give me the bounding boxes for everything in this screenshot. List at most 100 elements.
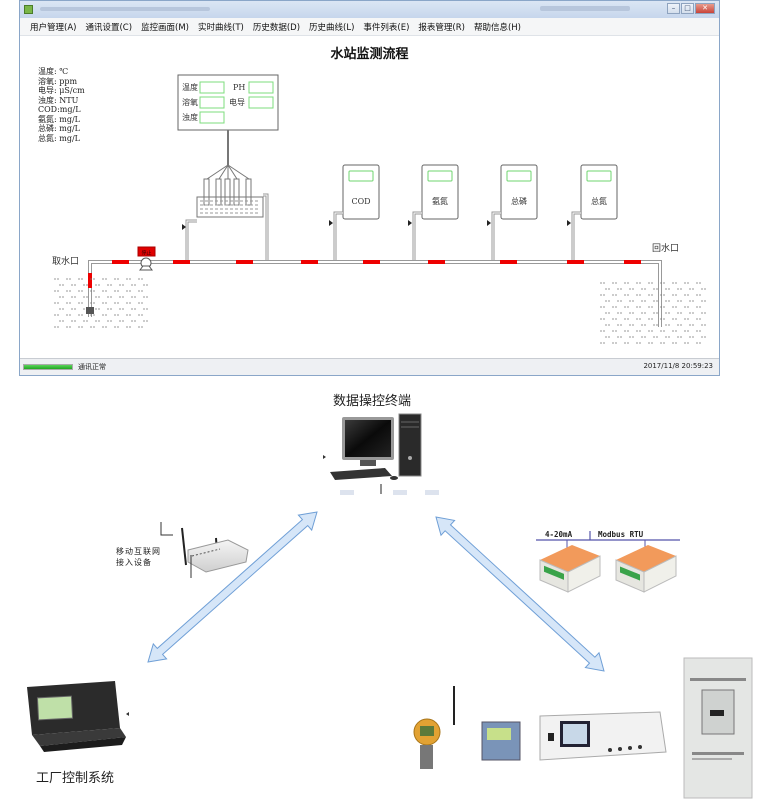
menu-help[interactable]: 帮助信息(H) — [473, 22, 521, 33]
water-quality-controller-icon — [481, 721, 521, 761]
title-bar: – □ ✕ — [20, 1, 719, 18]
flow-segment — [567, 260, 584, 264]
sampling-tank — [182, 193, 269, 263]
analyzer-unit: 总磷 — [487, 164, 538, 262]
valve-icon — [567, 220, 571, 226]
terminal-label: 数据操控终端 — [333, 394, 412, 409]
probe-label-temperature: 温度 — [182, 82, 198, 92]
protocol-label-modbus: Modbus RTU — [598, 530, 644, 539]
mobile-device-label-line1: 移动互联网 — [116, 547, 161, 556]
probe-cables — [203, 130, 252, 206]
monitoring-cabinet-icon — [683, 657, 753, 799]
menu-user-management[interactable]: 用户管理(A) — [30, 22, 77, 33]
valve-icon — [182, 224, 186, 230]
mobile-device-label-line2: 接入设备 — [116, 558, 152, 567]
menu-history-curve[interactable]: 历史曲线(L) — [309, 22, 355, 33]
multi-probe-panel: 温度 PH 溶氧 电导 浊度 — [177, 74, 279, 131]
status-datetime: 2017/11/8 20:59:23 — [643, 362, 713, 370]
menu-monitor-screen[interactable]: 监控画面(M) — [141, 22, 189, 33]
return-label: 回水口 — [652, 242, 679, 254]
window-controls: – □ ✕ — [667, 3, 715, 14]
comm-status: 通讯正常 — [78, 363, 106, 371]
close-button[interactable]: ✕ — [695, 3, 715, 14]
menu-comm-settings[interactable]: 通讯设置(C) — [85, 22, 133, 33]
probe-label-turbidity: 浊度 — [182, 112, 198, 122]
analyzer-unit: 总氮 — [567, 164, 618, 262]
flow-segment — [173, 260, 190, 264]
probe-display-turbidity — [199, 111, 225, 124]
flow-indicators — [88, 260, 641, 288]
main-pipe — [88, 260, 662, 327]
analyzer-display — [506, 170, 532, 182]
status-bar: 通讯正常 2017/11/8 20:59:23 — [20, 358, 719, 375]
flow-segment — [301, 260, 318, 264]
unit-phosphorus: 总磷: mg/L — [38, 124, 80, 133]
rack-analyzer-icon — [539, 711, 667, 761]
menu-event-list[interactable]: 事件列表(E) — [363, 22, 410, 33]
io-module-analog — [539, 545, 601, 593]
factory-control-label: 工厂控制系统 — [36, 771, 115, 786]
flow-segment — [236, 260, 253, 264]
unit-temperature: 温度: ℃ — [38, 67, 69, 76]
computer-terminal-icon — [323, 413, 439, 495]
analyzer-label: COD — [351, 197, 370, 206]
return-water-body — [600, 282, 707, 344]
menu-bar: 用户管理(A) 通讯设置(C) 监控画面(M) 实时曲线(T) 历史数据(D) … — [20, 18, 719, 36]
maximize-button[interactable]: □ — [681, 3, 694, 14]
valve-icon — [487, 220, 491, 226]
probe-label-oxygen: 溶氧 — [182, 97, 198, 107]
probe-label-conductivity: 电导 — [229, 97, 245, 107]
valve-icon — [329, 220, 333, 226]
intake-water-body — [54, 278, 149, 328]
analyzer-label: 总氮 — [591, 196, 607, 206]
menu-report-management[interactable]: 报表管理(R) — [418, 22, 465, 33]
minimize-button[interactable]: – — [667, 3, 680, 14]
probe-display-conductivity — [248, 96, 274, 109]
analyzer-unit: COD — [329, 164, 380, 262]
comm-progress-fill — [24, 365, 72, 369]
unit-turbidity: 浊度: NTU — [38, 95, 79, 105]
process-canvas: 水站监测流程 温度: ℃ 溶氧: ppm 电导: μS/cm 浊度: NTU C… — [20, 37, 719, 359]
analyzer-display — [348, 170, 374, 182]
titlebar-extra-blurred — [540, 6, 630, 11]
flow-segment — [363, 260, 380, 264]
bidirectional-arrow-left — [147, 511, 318, 663]
pump-status-text: 停止 — [141, 250, 151, 257]
protocol-label-analog: 4-20mA — [545, 530, 573, 539]
menu-history-data[interactable]: 历史数据(D) — [252, 22, 301, 33]
intake-label: 取水口 — [52, 255, 79, 267]
probe-display-temperature — [199, 81, 225, 94]
router-icon — [160, 522, 249, 578]
flow-segment — [112, 260, 129, 264]
intake-filter-icon — [86, 307, 94, 314]
unit-nitrogen: 总氮: mg/L — [38, 133, 80, 143]
probe-display-ph — [248, 81, 274, 94]
unit-ammonia: 氨氮: mg/L — [38, 114, 80, 124]
app-icon — [24, 5, 33, 14]
pump-status-indicator — [137, 246, 156, 257]
window-title-blurred — [40, 7, 210, 11]
analyzer-unit: 氨氮 — [408, 164, 459, 262]
valve-icon — [408, 220, 412, 226]
bidirectional-arrow-right — [435, 516, 605, 672]
industrial-pc-icon — [27, 681, 129, 752]
flow-segment — [624, 260, 641, 264]
flow-segment — [500, 260, 517, 264]
mobile-device-label: 移动互联网 接入设备 — [116, 546, 161, 568]
comm-progress-bar — [23, 364, 73, 370]
analyzer-label: 总磷 — [511, 196, 527, 206]
flow-segment — [88, 273, 92, 288]
menu-realtime-curve[interactable]: 实时曲线(T) — [198, 22, 244, 33]
analyzer-group: COD 氨氮 总磷 总氮 — [329, 164, 618, 262]
gas-detector-icon — [413, 686, 455, 769]
scada-window: – □ ✕ 用户管理(A) 通讯设置(C) 监控画面(M) 实时曲线(T) 历史… — [19, 0, 720, 376]
flow-segment — [428, 260, 445, 264]
page-title: 水站监测流程 — [330, 47, 409, 62]
probe-display-oxygen — [199, 96, 225, 109]
unit-conductivity: 电导: μS/cm — [38, 86, 85, 95]
analyzer-display — [427, 170, 453, 182]
probe-label-ph: PH — [233, 83, 245, 92]
unit-dissolved-oxygen: 溶氧: ppm — [38, 76, 78, 86]
process-diagram: 温度 PH 溶氧 电导 浊度 — [52, 74, 707, 344]
unit-cod: COD:mg/L — [38, 105, 81, 114]
